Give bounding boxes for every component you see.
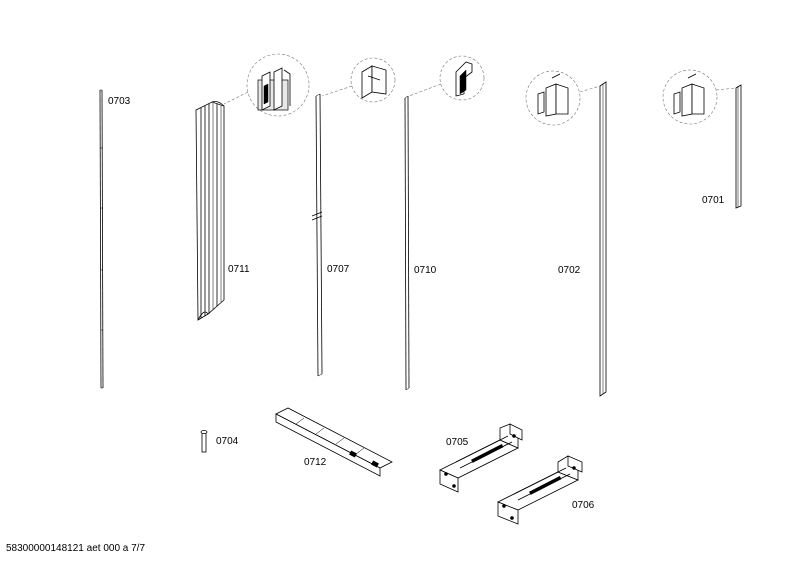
part-0705-bracket [439,423,523,493]
label-0704: 0704 [216,436,239,447]
label-0702: 0702 [558,265,581,276]
label-0705: 0705 [446,437,469,448]
part-0712-bar [275,407,393,477]
part-0702-rail [599,81,607,397]
part-0706-bracket [497,455,583,525]
detail-0707 [321,57,396,103]
label-0710: 0710 [414,265,437,276]
label-0712: 0712 [304,457,327,468]
detail-0702 [525,70,601,126]
label-0701: 0701 [702,195,725,206]
label-0707: 0707 [327,264,350,275]
part-0701-rail [735,84,742,209]
detail-0710 [408,55,485,101]
label-0711: 0711 [228,264,250,275]
detail-0701 [662,69,737,125]
label-0706: 0706 [572,500,595,511]
detail-0711 [223,53,310,117]
part-0704-pin [200,430,208,453]
document-id-footer: 58300000148121 aet 000 a 7/7 [6,543,146,554]
part-0707-rail [311,93,323,377]
label-0703: 0703 [108,96,131,107]
part-0711-profile [195,101,225,321]
part-0703-strip [99,89,104,389]
part-0710-rail [404,95,410,391]
